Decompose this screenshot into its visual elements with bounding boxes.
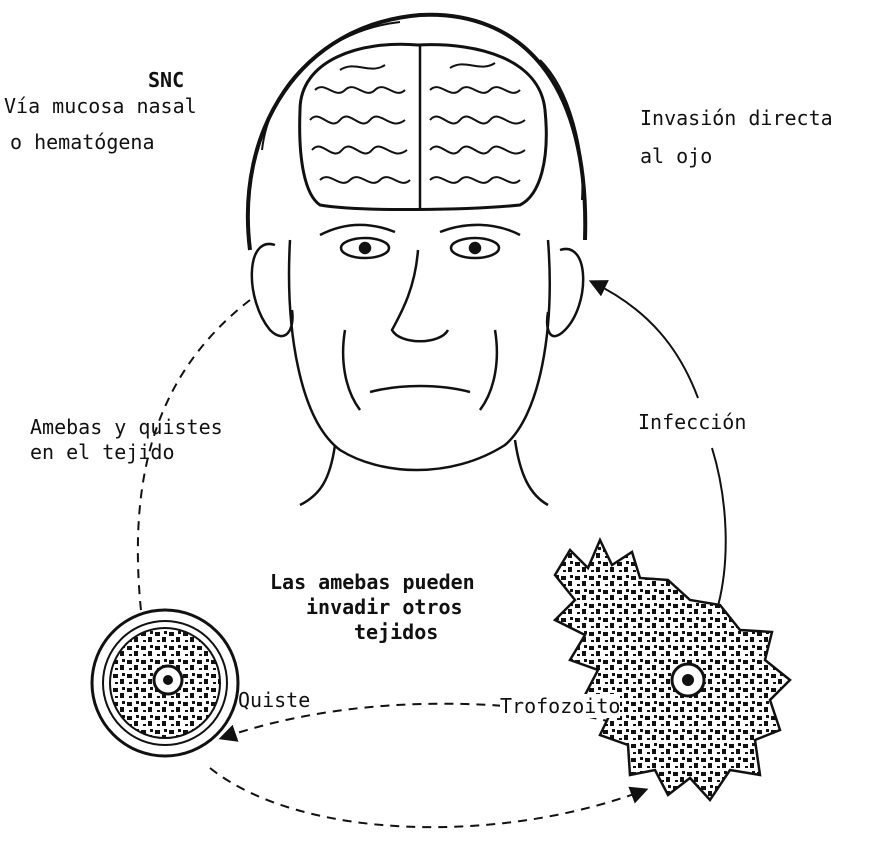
snc-route-line2: o hematógena [10, 130, 155, 154]
bottom-dashed-arrow-to-trophozoite [210, 768, 645, 827]
right-solid-arrow-upper [592, 282, 698, 398]
amebas-line1: Amebas y quistes [30, 415, 223, 439]
human-head-illustration [248, 15, 585, 505]
quiste-label: Quiste [238, 688, 310, 712]
trophozoite-illustration [555, 540, 790, 800]
infeccion-label: Infección [638, 410, 746, 434]
right-solid-arc-lower [712, 448, 726, 606]
trofozoito-label: Trofozoito [500, 694, 620, 718]
snc-route-line1: Vía mucosa nasal [4, 94, 197, 118]
center-line3: tejidos [354, 620, 438, 644]
invasion-line2: al ojo [640, 144, 712, 168]
invasion-line1: Invasión directa [640, 106, 833, 130]
center-line2: invadir otros [306, 595, 463, 619]
brain-illustration [300, 44, 547, 210]
amebas-line2: en el tejido [30, 440, 175, 464]
cyst-illustration [92, 610, 238, 756]
center-line1: Las amebas pueden [270, 570, 475, 594]
snc-title: SNC [148, 68, 184, 92]
